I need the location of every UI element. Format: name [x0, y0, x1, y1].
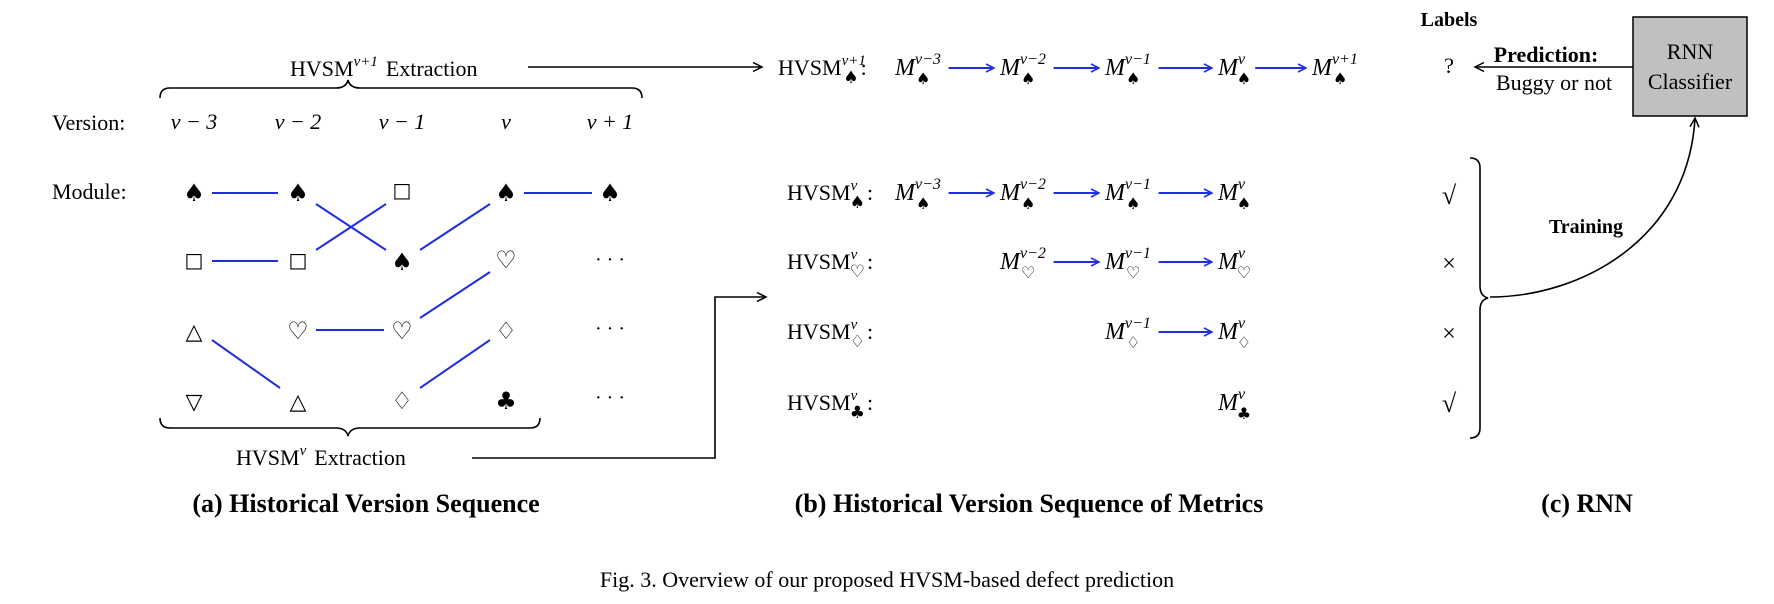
label-row-0: ?: [1444, 53, 1454, 78]
cell-r1-c1: □: [289, 248, 308, 272]
cell-r2-c1: ♡: [287, 317, 309, 345]
metric-r1-1: Mv−2♠: [999, 176, 1046, 213]
metric-r0-2: Mv−1♠: [1104, 51, 1151, 88]
cell-r1-c3: ♡: [495, 246, 517, 274]
module-label: Module:: [52, 179, 127, 204]
training-arrow: [1489, 116, 1700, 298]
version-v-plus-1: v + 1: [587, 109, 634, 134]
link-square-r1c1-r0c2: [315, 203, 387, 251]
hvsm-row-label-3: HVSMv♢:: [787, 317, 873, 352]
metric-r1-2: Mv−1♠: [1104, 176, 1151, 213]
metric-r1-3: Mv♠: [1217, 176, 1251, 213]
cell-r1-c4: · · ·: [595, 249, 625, 271]
hvsm-row-label-4: HVSMv♣:: [787, 388, 873, 423]
hvsm-row-label-2: HVSMv♡:: [787, 247, 873, 282]
hvsm-row-label-1: HVSMv♠:: [787, 178, 873, 213]
cell-r3-c4: · · ·: [595, 387, 625, 409]
rnn-classifier-line1: RNN: [1667, 39, 1714, 64]
rnn-classifier-box: [1632, 16, 1748, 117]
metric-r0-1: Mv−2♠: [999, 51, 1046, 88]
label-row-1: √: [1442, 181, 1457, 210]
cell-r2-c3: ♢: [495, 317, 517, 345]
version-v-minus-3: v − 3: [171, 109, 218, 134]
training-label: Training: [1549, 216, 1623, 238]
top-brace: [159, 79, 643, 99]
prediction-label: Prediction:: [1494, 42, 1599, 67]
metric-r0-3: Mv♠: [1217, 51, 1251, 88]
version-v-minus-2: v − 2: [275, 109, 322, 134]
cell-r0-c4: ♠: [599, 179, 621, 207]
hvsm-row-label-0: HVSMv+1♠:: [778, 53, 867, 88]
metric-r4-3: Mv♣: [1217, 386, 1251, 423]
cell-r3-c0: ▽: [186, 390, 203, 415]
metric-r2-1: Mv−2♡: [999, 245, 1046, 282]
figure-caption: Fig. 3. Overview of our proposed HVSM-ba…: [600, 567, 1174, 592]
bottom-brace: [159, 417, 541, 437]
cell-r3-c3: ♣: [495, 387, 517, 415]
metric-r1-0: Mv−3♠: [894, 176, 941, 213]
metric-r3-2: Mv−1♢: [1104, 315, 1151, 352]
labels-header: Labels: [1421, 9, 1478, 31]
panel-c-title: (c) RNN: [1541, 489, 1633, 518]
cell-r2-c4: · · ·: [595, 318, 625, 340]
labels-brace: [1469, 157, 1489, 439]
cell-r2-c0: △: [186, 320, 203, 345]
cell-r1-c2: ♠: [391, 248, 413, 276]
panel-b-title: (b) Historical Version Sequence of Metri…: [795, 489, 1264, 518]
label-row-3: ×: [1442, 321, 1456, 347]
link-diamond-r3c2-r2c3: [419, 339, 491, 389]
metric-r0-0: Mv−3♠: [894, 51, 941, 88]
link-heart-r2c2-r1c3: [419, 271, 491, 319]
metric-r2-3: Mv♡: [1217, 245, 1251, 282]
label-row-2: ×: [1442, 251, 1456, 277]
module-links: [211, 192, 592, 389]
cell-r2-c2: ♡: [391, 317, 413, 345]
version-label: Version:: [52, 110, 125, 135]
cell-r0-c2: □: [393, 178, 412, 202]
metric-r2-2: Mv−1♡: [1104, 245, 1151, 282]
panel-a-title: (a) Historical Version Sequence: [192, 489, 539, 518]
cell-r0-c1: ♠: [287, 179, 309, 207]
cell-r3-c1: △: [290, 390, 307, 415]
version-v: v: [501, 109, 511, 134]
link-spade-r1c2-r0c3: [419, 203, 491, 251]
rnn-classifier-line2: Classifier: [1648, 69, 1733, 94]
version-v-minus-1: v − 1: [379, 109, 426, 134]
panel-b: HVSMv+1♠: Mv−3♠ Mv−2♠ Mv−1♠ Mv♠ Mv+1♠ HVSMv♠: M…: [778, 51, 1358, 518]
cell-r3-c2: ♢: [391, 387, 413, 415]
panel-c: Labels ? √ × × √ Prediction: Buggy or no…: [1421, 9, 1748, 518]
metric-r0-4: Mv+1♠: [1311, 51, 1358, 88]
metric-r3-3: Mv♢: [1217, 315, 1251, 352]
cell-r0-c0: ♠: [183, 179, 205, 207]
link-triangle-r2c0-r3c1: [211, 339, 281, 389]
cell-r1-c0: □: [185, 248, 204, 272]
cell-r0-c3: ♠: [495, 179, 517, 207]
prediction-text: Buggy or not: [1496, 70, 1612, 95]
label-row-4: √: [1442, 389, 1457, 418]
bottom-extraction-arrow: [472, 291, 768, 459]
module-grid: ♠ ♠ □ ♠ ♠ □ □ ♠ ♡ · · · △ ♡ ♡ ♢ · · · ▽ …: [183, 178, 625, 415]
